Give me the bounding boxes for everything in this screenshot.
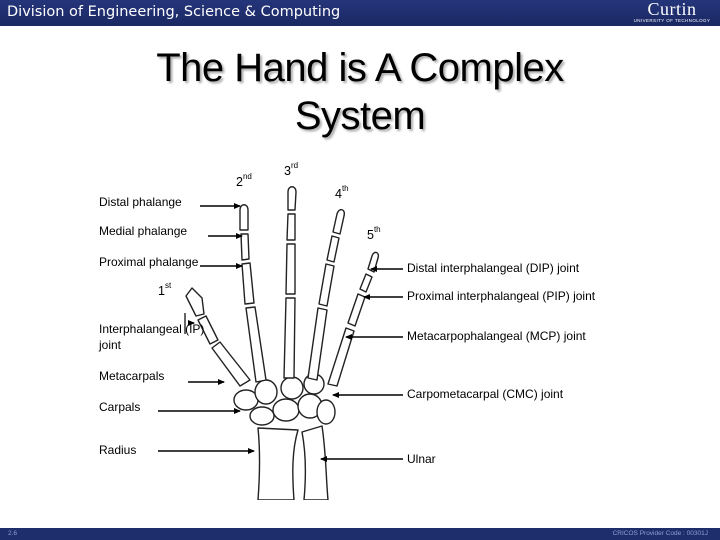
little-finger-bones <box>327 251 380 387</box>
page-number: 2.6 <box>8 530 18 537</box>
finger-number-1st: 1st <box>158 281 172 298</box>
curtin-logo: Curtin UNIVERSITY OF TECHNOLOGY <box>632 0 712 25</box>
finger-number-4th: 4th <box>335 184 349 201</box>
header-bar: Division of Engineering, Science & Compu… <box>0 0 720 26</box>
slide-title: The Hand is A Complex System <box>0 44 720 140</box>
title-line-2: System <box>294 94 426 138</box>
label-metacarpals: Metacarpals <box>99 369 165 383</box>
label-proximal-phalange: Proximal phalange <box>99 255 199 269</box>
hand-diagram: Distal phalange Medial phalange Proximal… <box>88 148 628 500</box>
logo-word: Curtin <box>647 0 697 19</box>
radius-bone <box>257 427 299 500</box>
hand-skeleton-drawing <box>158 186 403 500</box>
finger-number-5th: 5th <box>367 225 381 242</box>
division-name: Division of Engineering, Science & Compu… <box>7 4 341 20</box>
label-medial-phalange: Medial phalange <box>99 224 188 238</box>
ring-finger-bones <box>307 209 346 381</box>
footer-bar: 2.6 CRICOS Provider Code : 00301J <box>0 528 720 540</box>
label-cmc-joint: Carpometacarpal (CMC) joint <box>407 387 564 401</box>
label-pip-joint: Proximal interphalangeal (PIP) joint <box>407 289 596 303</box>
finger-number-2nd: 2nd <box>236 172 252 189</box>
right-pointer-arrows <box>320 266 403 462</box>
finger-number-3rd: 3rd <box>284 161 299 178</box>
label-distal-phalange: Distal phalange <box>99 195 182 209</box>
left-pointer-arrows <box>158 203 255 454</box>
index-finger-bones <box>239 204 267 383</box>
label-ulnar: Ulnar <box>407 452 436 466</box>
thumb-bones <box>185 287 251 387</box>
title-line-1: The Hand is A Complex <box>156 46 564 90</box>
carpal-bones <box>233 373 336 426</box>
label-radius: Radius <box>99 443 137 457</box>
label-ip-joint-line1: Interphalangeal (IP) <box>99 322 205 336</box>
label-dip-joint: Distal interphalangeal (DIP) joint <box>407 261 580 275</box>
logo-subtext: UNIVERSITY OF TECHNOLOGY <box>633 18 711 23</box>
ulna-bone <box>301 425 329 500</box>
label-mcp-joint: Metacarpophalangeal (MCP) joint <box>407 329 586 343</box>
label-ip-joint-line2: joint <box>99 338 122 352</box>
middle-finger-bones <box>283 186 297 379</box>
cricos-code: CRICOS Provider Code : 00301J <box>612 530 708 537</box>
label-carpals: Carpals <box>99 400 141 414</box>
